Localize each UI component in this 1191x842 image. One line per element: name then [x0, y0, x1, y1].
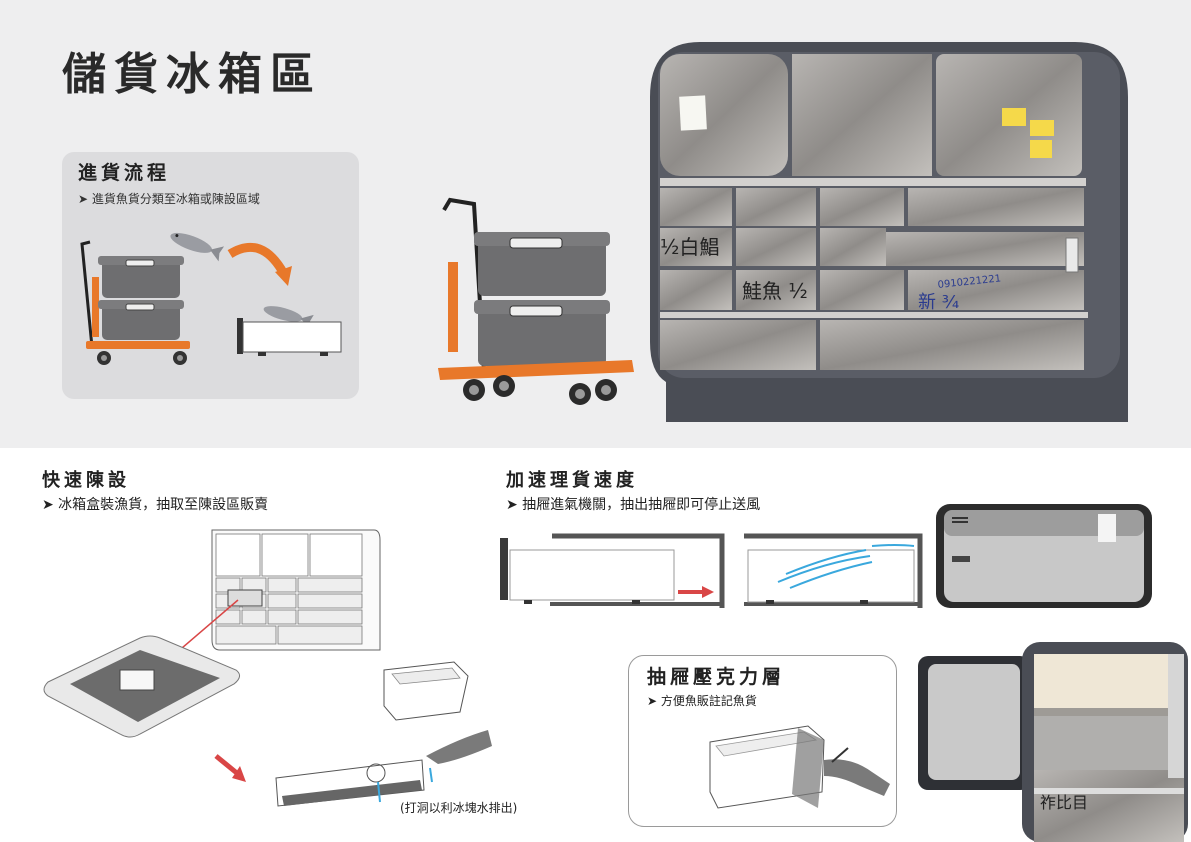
drawer-airflow-illustration — [500, 504, 1152, 608]
note-phone: 0910221221 — [937, 273, 1001, 291]
cabinet-handwriting: ½白鯧 鮭魚 ½ 0910221221 新 ¾ — [660, 235, 1002, 313]
acrylic-layer-card: 抽屜壓克力層 ➤ 方便魚販註記魚貨 — [628, 655, 897, 827]
fish-icon — [170, 232, 225, 262]
drainage-caption: (打洞以利冰塊水排出) — [400, 801, 518, 815]
trolley-illustration — [438, 197, 634, 405]
quick-display-description: ➤ 冰箱盒裝漁貨，抽取至陳設區販賣 — [42, 497, 269, 513]
speed-up-description: ➤ 抽屜進氣機關，抽出抽屜即可停止送風 — [506, 497, 761, 513]
note-white-pomfret: ½白鯧 — [660, 235, 719, 259]
note-salmon: 鮭魚 ½ — [742, 279, 808, 303]
intake-illustration — [80, 232, 342, 365]
acrylic-heading: 抽屜壓克力層 — [647, 666, 786, 688]
handwritten-note: 祚比目 — [1040, 793, 1089, 812]
note-new: 新 ¾ — [918, 292, 959, 313]
fridge-cabinet — [650, 42, 1128, 422]
intake-description: ➤ 進貨魚貨分類至冰箱或陳設區域 — [78, 192, 260, 206]
open-fridge-photo — [918, 642, 1188, 842]
quick-display-illustration — [43, 529, 492, 807]
quick-display-heading: 快速陳設 — [42, 470, 130, 491]
speed-up-heading: 加速理貨速度 — [506, 470, 638, 491]
intake-heading: 進貨流程 — [78, 162, 171, 184]
page-title: 儲貨冰箱區 — [62, 49, 322, 100]
acrylic-drawer-illustration — [709, 725, 890, 809]
acrylic-description: ➤ 方便魚販註記魚貨 — [647, 694, 757, 708]
